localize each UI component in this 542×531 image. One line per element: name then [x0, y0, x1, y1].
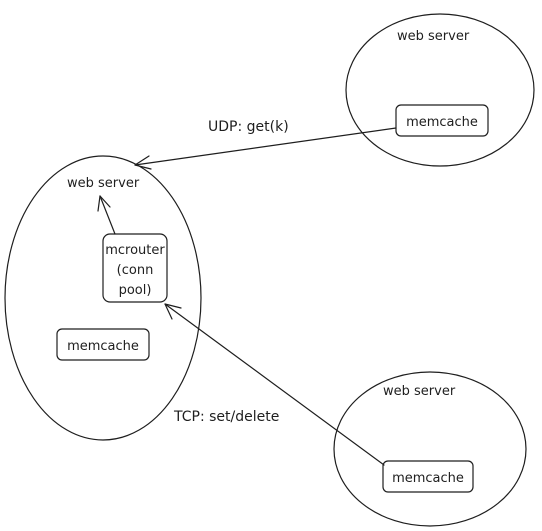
mcrouter-label-line-1: mcrouter	[105, 243, 165, 258]
tcp-edge-label: TCP: set/delete	[173, 409, 279, 425]
memcache-top-right-label: memcache	[406, 115, 478, 130]
mcrouter-box	[102, 233, 168, 303]
web-server-top-right-title: web server	[397, 29, 470, 44]
memcache-top-right-box	[395, 104, 489, 137]
memcache-bottom-right-label: memcache	[392, 471, 464, 486]
web-server-top-right: web server memcache	[345, 13, 535, 167]
udp-edge: UDP: get(k)	[134, 119, 397, 170]
memcache-left-node: memcache	[56, 328, 150, 361]
web-server-left-ellipse	[4, 155, 202, 441]
udp-edge-label: UDP: get(k)	[208, 119, 289, 135]
web-server-left-title: web server	[67, 176, 140, 191]
web-server-top-right-ellipse	[345, 13, 535, 167]
memcache-left-label: memcache	[67, 339, 139, 354]
mcrouter-to-server-arrow	[97, 195, 116, 235]
memcache-top-right-node: memcache	[395, 104, 489, 137]
memcache-bottom-right-node: memcache	[382, 460, 474, 493]
memcache-left-box	[56, 328, 150, 361]
mcrouter-node: mcrouter (conn pool)	[102, 233, 168, 303]
memcache-bottom-right-box	[382, 460, 474, 493]
tcp-arrowhead	[164, 303, 182, 320]
tcp-edge: TCP: set/delete	[164, 303, 385, 466]
udp-arrow-line	[134, 127, 397, 166]
udp-arrowhead	[134, 155, 152, 170]
web-server-bottom-right-ellipse	[333, 371, 527, 527]
web-server-bottom-right: web server memcache	[333, 371, 527, 527]
web-server-bottom-right-title: web server	[383, 384, 456, 399]
tcp-arrow-line	[164, 303, 385, 466]
mcrouter-label-line-3: pool)	[119, 283, 152, 298]
mcrouter-label-line-2: (conn	[117, 263, 154, 278]
web-server-left: web server mcrouter (conn pool) memcache	[4, 155, 202, 441]
